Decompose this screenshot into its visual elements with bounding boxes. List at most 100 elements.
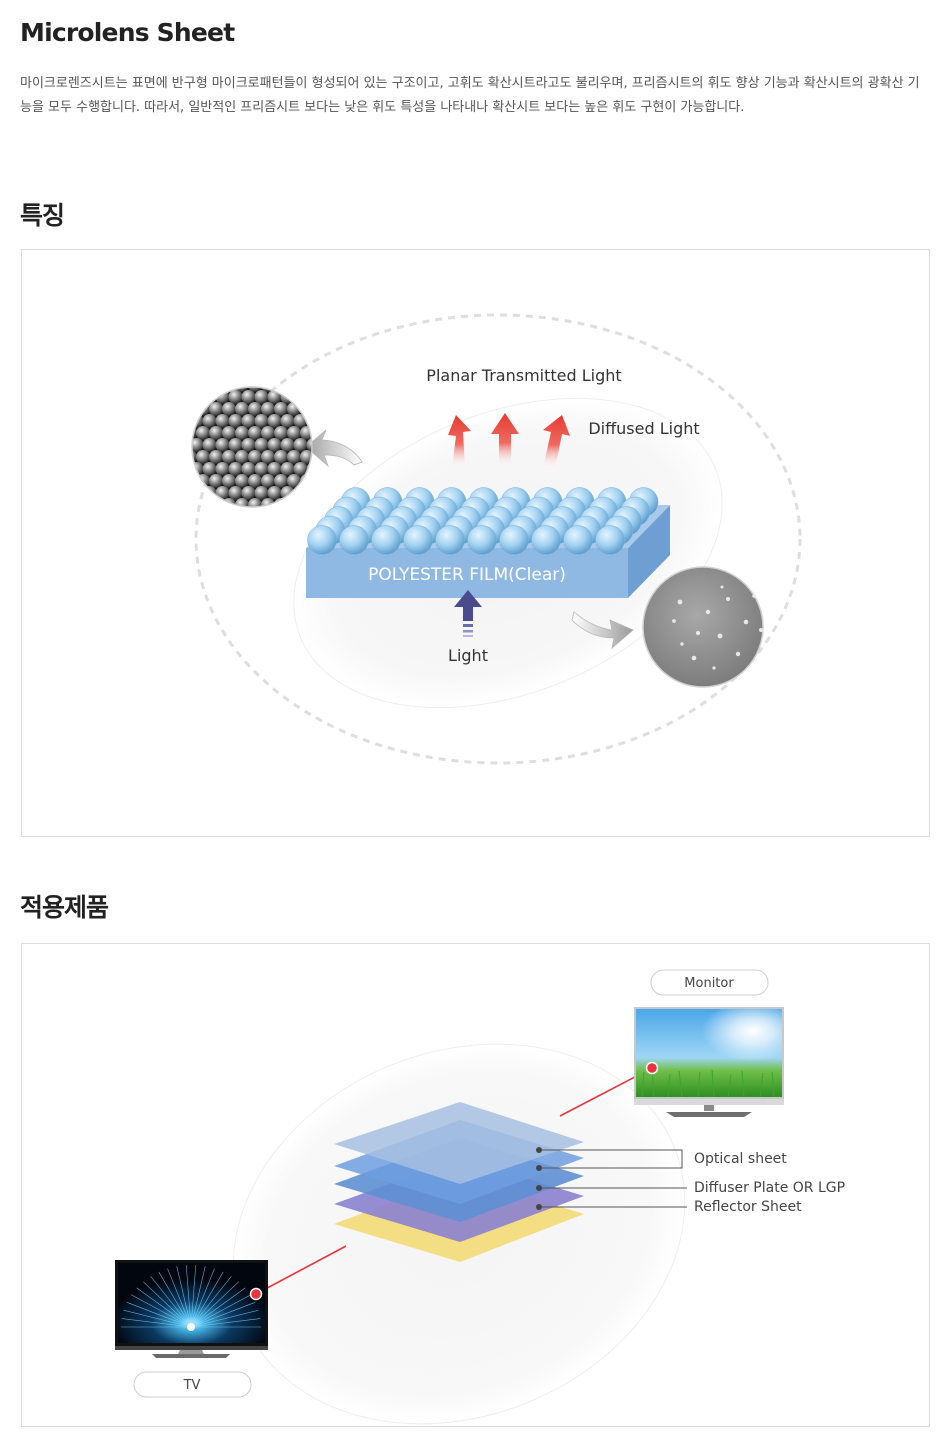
- sem-ball: [192, 450, 197, 464]
- sem-ball: [248, 426, 262, 440]
- sem-ball: [228, 414, 243, 428]
- film-label: POLYESTER FILM(Clear): [368, 565, 566, 585]
- sem-ball: [287, 450, 301, 464]
- microlens-sem-image: [191, 378, 334, 512]
- diffuser-sem-image: [642, 566, 764, 688]
- sem-ball: [313, 402, 327, 416]
- diffuser-plate-label: Diffuser Plate OR LGP: [694, 1180, 845, 1196]
- curved-arrow-left-icon: [305, 429, 363, 468]
- sem-ball: [261, 474, 275, 488]
- planar-light-arrows: [448, 413, 570, 469]
- tv-image: [115, 1260, 268, 1358]
- sem-ball: [192, 498, 197, 507]
- sem-ball: [215, 414, 230, 428]
- monitor-label: Monitor: [684, 976, 734, 991]
- microlens-sphere: [371, 525, 401, 555]
- microlens-sphere: [531, 525, 561, 555]
- features-diagram-box: POLYESTER FILM(Clear) Planar Transmitted…: [21, 249, 930, 837]
- sem-ball: [235, 474, 249, 488]
- microlens-sphere: [339, 525, 369, 555]
- sem-ball: [306, 390, 312, 404]
- reflector-sheet-label: Reflector Sheet: [694, 1199, 802, 1215]
- sem-ball: [202, 414, 217, 428]
- microlens-sphere: [595, 525, 625, 555]
- microlens-sphere: [563, 525, 593, 555]
- page-title: Microlens Sheet: [20, 18, 235, 47]
- tv-connector-line: [255, 1245, 347, 1295]
- microlens-spheres: [307, 487, 659, 555]
- red-arrow-icon: [543, 415, 570, 469]
- sem-ball: [215, 486, 230, 500]
- light-label: Light: [448, 646, 488, 665]
- microlens-sphere: [467, 525, 497, 555]
- purple-arrow-icon: [454, 590, 482, 621]
- sem-ball: [241, 414, 256, 428]
- sem-ball: [300, 498, 312, 507]
- sem-ball: [222, 426, 236, 440]
- sem-ball: [293, 438, 308, 452]
- sem-ball: [287, 387, 301, 392]
- diffused-light-label: Diffused Light: [588, 419, 699, 438]
- sem-ball: [320, 390, 334, 404]
- sem-ball: [196, 450, 210, 464]
- sem-ball: [196, 426, 210, 440]
- sem-ball: [267, 462, 282, 476]
- microlens-sphere: [307, 525, 337, 555]
- sem-ball: [293, 462, 308, 476]
- sem-ball: [280, 414, 295, 428]
- features-heading: 특징: [20, 201, 65, 230]
- microlens-sphere: [435, 525, 465, 555]
- sem-ball: [248, 450, 262, 464]
- sem-ball: [228, 390, 243, 404]
- optical-sheet-label: Optical sheet: [694, 1151, 787, 1167]
- leader-lines: [539, 1149, 687, 1208]
- sem-ball: [209, 426, 223, 440]
- sem-ball: [306, 486, 312, 500]
- sem-ball: [274, 450, 288, 464]
- tv-label-pill: [133, 1371, 252, 1398]
- sem-ball: [202, 438, 217, 452]
- layer-stack: [334, 1102, 584, 1262]
- sem-ball: [196, 387, 210, 392]
- backlight-layers-diagram: Optical sheet Diffuser Plate OR LGP Refl…: [115, 969, 845, 1425]
- sem-ball: [228, 438, 243, 452]
- sem-ball: [261, 402, 275, 416]
- optical-layer-top: [334, 1102, 584, 1184]
- sem-ball: [287, 474, 301, 488]
- red-arrow-icon: [448, 415, 471, 468]
- sem-ball: [209, 498, 223, 507]
- sem-ball: [202, 390, 217, 404]
- sem-ball: [313, 474, 327, 488]
- sem-ball: [192, 438, 204, 452]
- sem-ball: [222, 450, 236, 464]
- sem-ball: [261, 426, 275, 440]
- monitor-image: [634, 1007, 784, 1117]
- sem-ball: [241, 390, 256, 404]
- sem-ball: [313, 378, 327, 392]
- tv-dot: [249, 1287, 263, 1301]
- microlens-sphere: [403, 525, 433, 555]
- sem-ball: [313, 498, 327, 512]
- sem-ball: [192, 387, 197, 392]
- sem-ball: [267, 414, 282, 428]
- sem-ball: [274, 426, 288, 440]
- sem-ball: [261, 450, 275, 464]
- leader-dots: [536, 1147, 542, 1210]
- red-arrow-icon: [491, 413, 519, 467]
- sem-ball: [222, 402, 236, 416]
- monitor-label-pill: [650, 969, 769, 996]
- sem-ball: [248, 498, 262, 507]
- dashed-orbit: [194, 313, 802, 765]
- sem-ball: [192, 474, 197, 488]
- sem-ball: [202, 462, 217, 476]
- curved-arrow-right-icon: [571, 611, 634, 650]
- page-description: 마이크로렌즈시트는 표면에 반구형 마이크로패턴들이 형성되어 있는 구조이고,…: [20, 76, 920, 115]
- sem-ball: [235, 498, 249, 507]
- sem-ball: [241, 486, 256, 500]
- sem-ball: [287, 498, 301, 507]
- sem-ball: [209, 387, 223, 392]
- sem-ball: [235, 426, 249, 440]
- light-source-arrow: [454, 590, 482, 637]
- applications-diagram-box: Optical sheet Diffuser Plate OR LGP Refl…: [21, 943, 930, 1427]
- sem-ball: [248, 402, 262, 416]
